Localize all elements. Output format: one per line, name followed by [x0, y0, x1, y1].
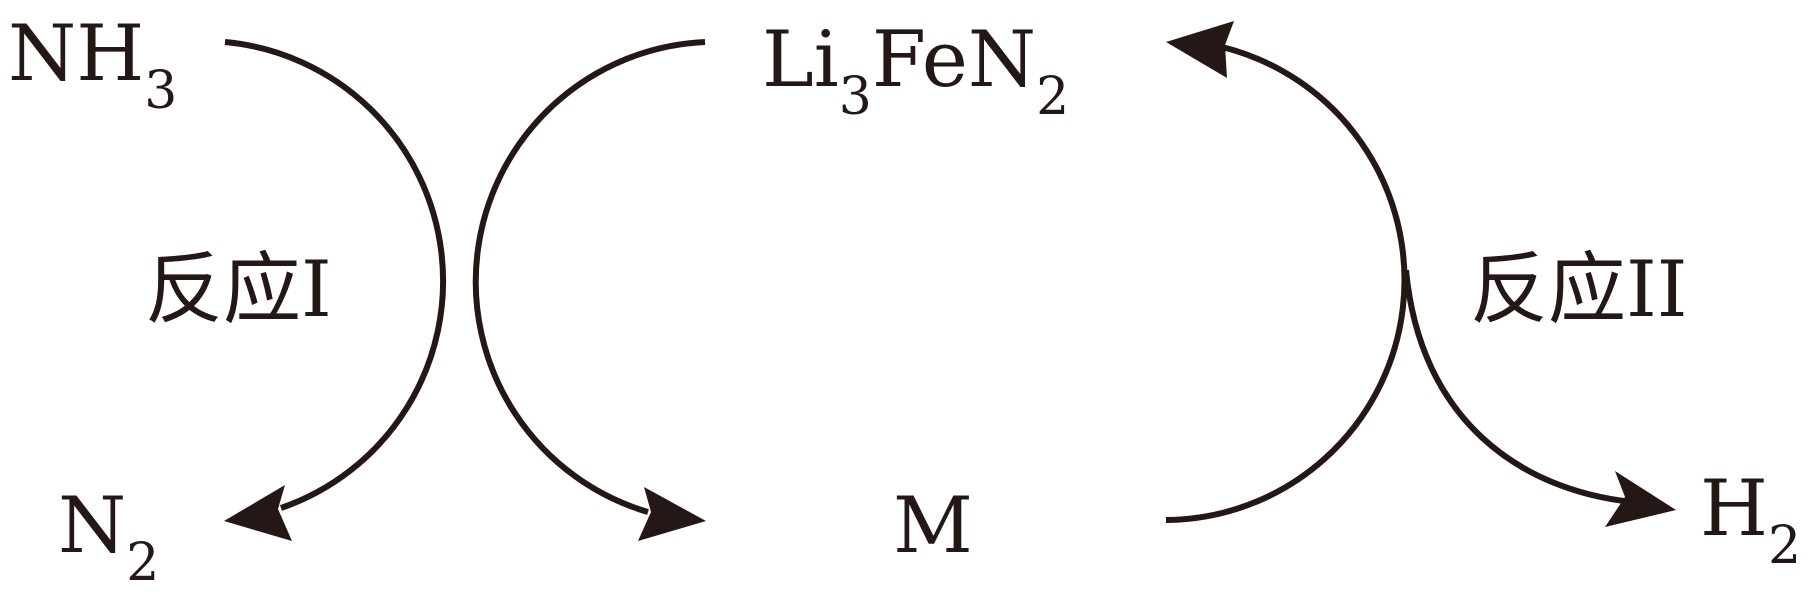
h2-subscript: 2 [1768, 516, 1801, 576]
li3fen2-subscript-2: 2 [1036, 67, 1069, 127]
h2-base: H [1700, 464, 1768, 554]
li3fen2-subscript-3: 3 [839, 67, 872, 127]
arc-li3fen2-to-m [472, 39, 706, 515]
arrowhead-h2 [1605, 471, 1676, 527]
species-nh3: NH3 [8, 9, 177, 121]
arc-nh3-to-n2 [224, 39, 447, 511]
species-li3fen2: Li3FeN2 [762, 15, 1069, 127]
li3fen2-part-fen: FeN [872, 15, 1036, 105]
nh3-base: NH [8, 9, 144, 99]
arrowhead-li3fen2 [1166, 21, 1234, 78]
arrowhead-n2 [224, 485, 292, 541]
li3fen2-part-li: Li [762, 15, 839, 105]
arrowhead-m [638, 487, 706, 541]
arc-to-h2 [1403, 269, 1633, 505]
reaction-label-1: 反应I [145, 245, 332, 335]
n2-subscript: 2 [126, 533, 159, 593]
species-h2: H2 [1700, 464, 1801, 576]
n2-base: N [58, 481, 126, 571]
arc-m-to-li3fen2 [1165, 44, 1408, 523]
reaction-label-2: 反应II [1470, 245, 1688, 335]
species-m: M [893, 481, 973, 571]
nh3-subscript: 3 [144, 61, 177, 121]
species-n2: N2 [58, 481, 159, 593]
